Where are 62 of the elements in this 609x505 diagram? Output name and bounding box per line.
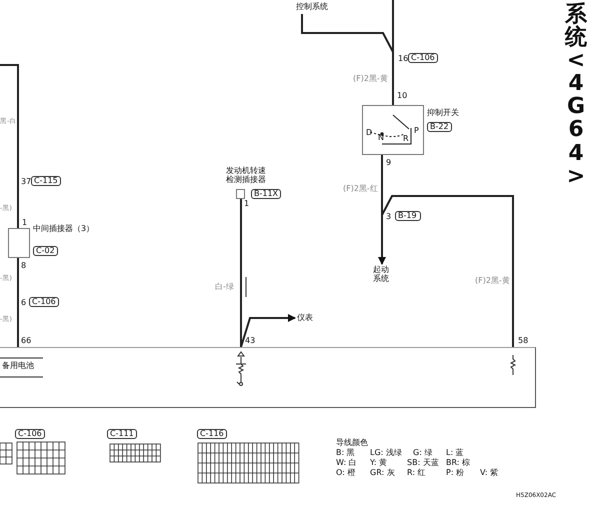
wire bbox=[240, 199, 242, 347]
pin-number: 1 bbox=[22, 218, 28, 228]
component-label: 中间插接器（3） bbox=[33, 224, 95, 234]
legend-entry: P: 粉 bbox=[446, 468, 464, 478]
legend-entry: LG: 浅绿 bbox=[370, 448, 402, 458]
legend-entry: W: 白 bbox=[336, 458, 357, 468]
legend-entry: BR: 棕 bbox=[446, 458, 470, 468]
legend-heading: 导线颜色 bbox=[336, 438, 368, 448]
system-label: 起动系统 bbox=[373, 265, 392, 287]
connector-code: B-22 bbox=[427, 122, 452, 132]
control-unit-box bbox=[0, 347, 536, 408]
legend-entry: Y: 黄 bbox=[370, 458, 388, 468]
legend-entry: L: 蓝 bbox=[446, 448, 464, 458]
legend-entry: G: 绿 bbox=[413, 448, 432, 458]
connector-code: C-116 bbox=[197, 429, 227, 439]
pin-number: 16 bbox=[398, 54, 408, 64]
legend-entry: V: 紫 bbox=[480, 468, 498, 478]
wire bbox=[392, 0, 394, 52]
terminal-label: 备用电池 bbox=[2, 361, 35, 370]
connector-code: C-106 bbox=[408, 53, 438, 63]
pin-number: 10 bbox=[397, 91, 408, 100]
connector-code: C-02 bbox=[33, 246, 58, 256]
component-label: 发动机转速检测插接器 bbox=[226, 166, 267, 184]
connector-code: C-111 bbox=[107, 429, 137, 439]
legend-entry: R: 红 bbox=[407, 468, 426, 478]
component-label: 抑制开关 bbox=[427, 108, 460, 118]
wire-arrow bbox=[240, 314, 296, 348]
wire-arrow bbox=[378, 215, 386, 265]
pin-number: 43 bbox=[245, 336, 256, 346]
pin-number: 8 bbox=[21, 261, 26, 270]
wire bbox=[301, 14, 394, 52]
wire-color-label: (F)2黑-黄 bbox=[353, 74, 388, 84]
legend-entry: O: 橙 bbox=[336, 468, 356, 478]
connector-code: C-106 bbox=[29, 297, 59, 307]
legend-entry: SB: 天蓝 bbox=[407, 458, 439, 468]
legend-entry: GR: 灰 bbox=[370, 468, 395, 478]
connector-code: B-19 bbox=[395, 211, 421, 221]
pin-number: 1 bbox=[244, 199, 250, 208]
wire bbox=[0, 64, 19, 228]
wire-color-label: 白-绿 bbox=[215, 282, 234, 292]
switch-position-label: R bbox=[403, 134, 409, 144]
switch-position-label: P bbox=[414, 126, 419, 136]
pin-number: 37 bbox=[21, 177, 32, 186]
pin-number: 9 bbox=[386, 158, 392, 168]
pin-number: 66 bbox=[21, 336, 32, 346]
pin-number: 3 bbox=[386, 212, 392, 222]
wire bbox=[17, 258, 19, 347]
connector-code: C-106 bbox=[15, 429, 45, 439]
connector-code: C-115 bbox=[31, 176, 61, 186]
title: 系统<4G64> bbox=[564, 3, 588, 188]
system-label: 控制系统 bbox=[296, 2, 332, 14]
wire bbox=[381, 195, 514, 347]
pin-number: 6 bbox=[21, 298, 26, 308]
connector-code: B-11X bbox=[251, 189, 282, 199]
switch-position-label: N bbox=[378, 133, 384, 142]
legend-entry: B: 黑 bbox=[336, 448, 355, 458]
pin-number: 58 bbox=[518, 336, 528, 346]
wire bbox=[392, 52, 394, 105]
wire-color-label: (F)2黑-红 bbox=[343, 184, 378, 194]
switch-position-label: D bbox=[366, 128, 372, 138]
wire-color-label: (F)2黑-黄 bbox=[475, 276, 510, 286]
system-label: 仪表 bbox=[297, 313, 317, 324]
